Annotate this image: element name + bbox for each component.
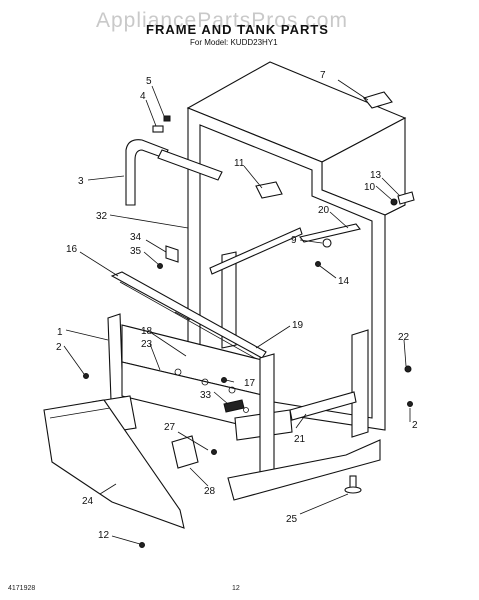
part-25-leg-foot <box>344 486 362 494</box>
part-12-screw <box>139 542 145 548</box>
small-parts <box>43 91 415 548</box>
callout-12: 12 <box>98 530 110 541</box>
part-33-clip <box>223 399 245 413</box>
part-9-nut <box>322 238 332 248</box>
center-front-upright <box>259 353 275 475</box>
callout-28: 28 <box>204 486 216 497</box>
part-22-screw <box>404 365 412 373</box>
part-25-leg-stem <box>349 475 357 489</box>
part-27-screw <box>211 449 217 455</box>
callout-22: 22 <box>398 332 410 343</box>
callout-labels: 1 2 2 3 5 4 7 9 10 11 12 13 14 16 17 18 … <box>56 70 418 541</box>
callout-27: 27 <box>164 422 176 433</box>
left-top-rail <box>209 227 303 275</box>
callout-3: 3 <box>78 176 84 187</box>
part-14-screw <box>315 261 321 267</box>
part-4-bracket <box>152 125 164 133</box>
callout-2-left: 2 <box>56 342 62 353</box>
callout-1: 1 <box>57 327 63 338</box>
callout-19: 19 <box>292 320 304 331</box>
part-11-bracket <box>255 181 283 199</box>
callout-33: 33 <box>200 390 212 401</box>
callout-13: 13 <box>370 170 382 181</box>
callout-21: 21 <box>294 434 306 445</box>
part-5-clip <box>163 115 171 122</box>
part-2-screw-right <box>407 401 413 407</box>
callout-4: 4 <box>140 91 146 102</box>
callout-25: 25 <box>286 514 298 525</box>
part-17-screw <box>221 377 227 383</box>
part-top-rail <box>157 149 223 181</box>
callout-10: 10 <box>364 182 376 193</box>
part-2-screw-left <box>83 373 89 379</box>
leader-lines <box>63 79 411 545</box>
part-34-switch <box>165 245 179 263</box>
callout-11: 11 <box>234 158 245 169</box>
footer-page: 12 <box>232 585 240 592</box>
callout-23: 23 <box>141 339 153 350</box>
callout-32: 32 <box>96 211 108 222</box>
watermark-text: AppliancePartsPros.com <box>96 9 348 32</box>
bottom-base <box>227 439 381 501</box>
right-front-upright <box>351 329 369 438</box>
callout-7: 7 <box>320 70 326 81</box>
callout-9: 9 <box>291 235 297 246</box>
part-13-clip <box>397 191 415 205</box>
part-24-kickplate <box>43 399 185 529</box>
callout-34: 34 <box>130 232 142 243</box>
callout-18: 18 <box>141 326 153 337</box>
callout-14: 14 <box>338 276 350 287</box>
footer-code: 4171928 <box>8 585 35 592</box>
left-rear-upright <box>221 251 237 349</box>
model-number: For Model: KUDD23HY1 <box>190 38 278 47</box>
part-35-screw <box>157 263 163 269</box>
diagram-title: FRAME AND TANK PARTS <box>146 22 329 37</box>
part-28-module <box>171 435 199 469</box>
callout-16: 16 <box>66 244 78 255</box>
callout-17: 17 <box>244 378 256 389</box>
frame-assembly <box>91 223 381 501</box>
front-strip <box>110 271 267 359</box>
callout-35: 35 <box>130 246 142 257</box>
callout-2-right: 2 <box>412 420 418 431</box>
callout-5: 5 <box>146 76 152 87</box>
callout-24: 24 <box>82 496 94 507</box>
part-10-screw <box>390 198 398 206</box>
base-right-rail <box>289 391 357 421</box>
part-7-bracket <box>363 91 393 109</box>
callout-20: 20 <box>318 205 330 216</box>
